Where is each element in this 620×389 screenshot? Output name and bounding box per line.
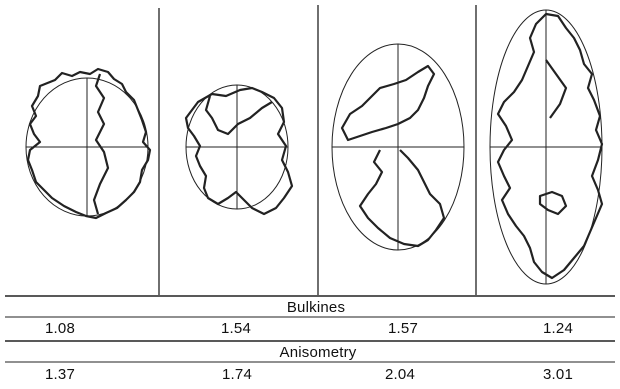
row-header-anisometry: Anisometry <box>279 344 356 361</box>
row-header-bulkines: Bulkines <box>287 299 345 316</box>
particle-panel-1 <box>26 69 150 218</box>
particle-panel-2 <box>186 85 292 214</box>
anisometry-value-3: 2.04 <box>385 366 415 383</box>
particle-panel-3 <box>332 44 464 250</box>
particle-outline <box>342 66 444 246</box>
bulkines-value-2: 1.54 <box>221 320 251 337</box>
bulkines-value-4: 1.24 <box>543 320 573 337</box>
bulkines-value-3: 1.57 <box>388 320 418 337</box>
particle-outline <box>28 69 150 218</box>
anisometry-value-4: 3.01 <box>543 366 573 383</box>
anisometry-value-1: 1.37 <box>45 366 75 383</box>
anisometry-value-2: 1.74 <box>222 366 252 383</box>
bulkines-value-1: 1.08 <box>45 320 75 337</box>
particle-outline <box>498 14 602 278</box>
particle-panel-4 <box>490 10 602 284</box>
